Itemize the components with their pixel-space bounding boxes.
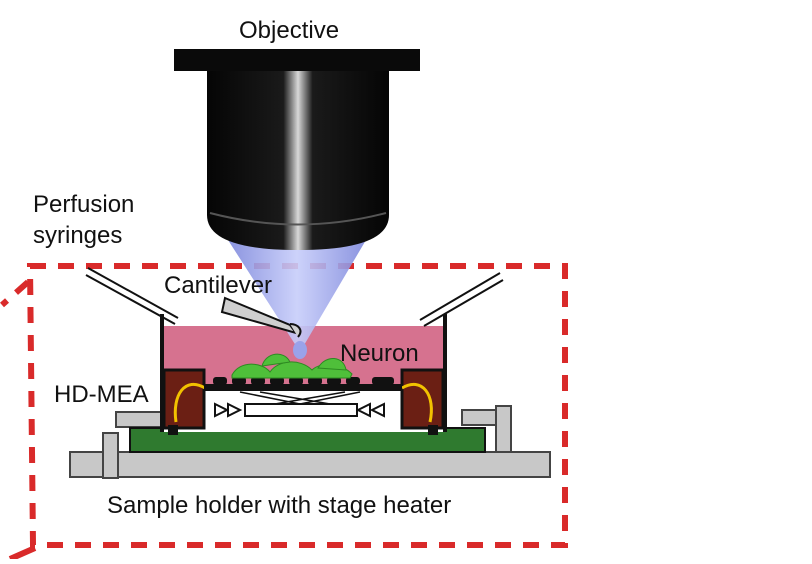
perfusion-syringes-label: Perfusion syringes: [33, 189, 134, 251]
neuron-cells: [231, 353, 353, 379]
sample-holder-label: Sample holder with stage heater: [107, 492, 452, 519]
hd-mea-label: HD-MEA: [54, 381, 149, 408]
perfusion-label-line1: Perfusion: [33, 191, 135, 218]
neuron-label: Neuron: [340, 340, 419, 367]
perfusion-label-line2: syringes: [33, 222, 123, 249]
focal-spot: [293, 341, 307, 359]
perfusion-syringes: [85, 267, 504, 327]
objective-lens: [174, 49, 420, 250]
light-cone: [228, 240, 366, 352]
dashed-frame: [0, 263, 568, 562]
cantilever-label: Cantilever: [164, 272, 273, 299]
hd-mea-chip: [162, 368, 445, 435]
objective-label: Objective: [239, 17, 340, 44]
cantilever: [220, 296, 302, 338]
